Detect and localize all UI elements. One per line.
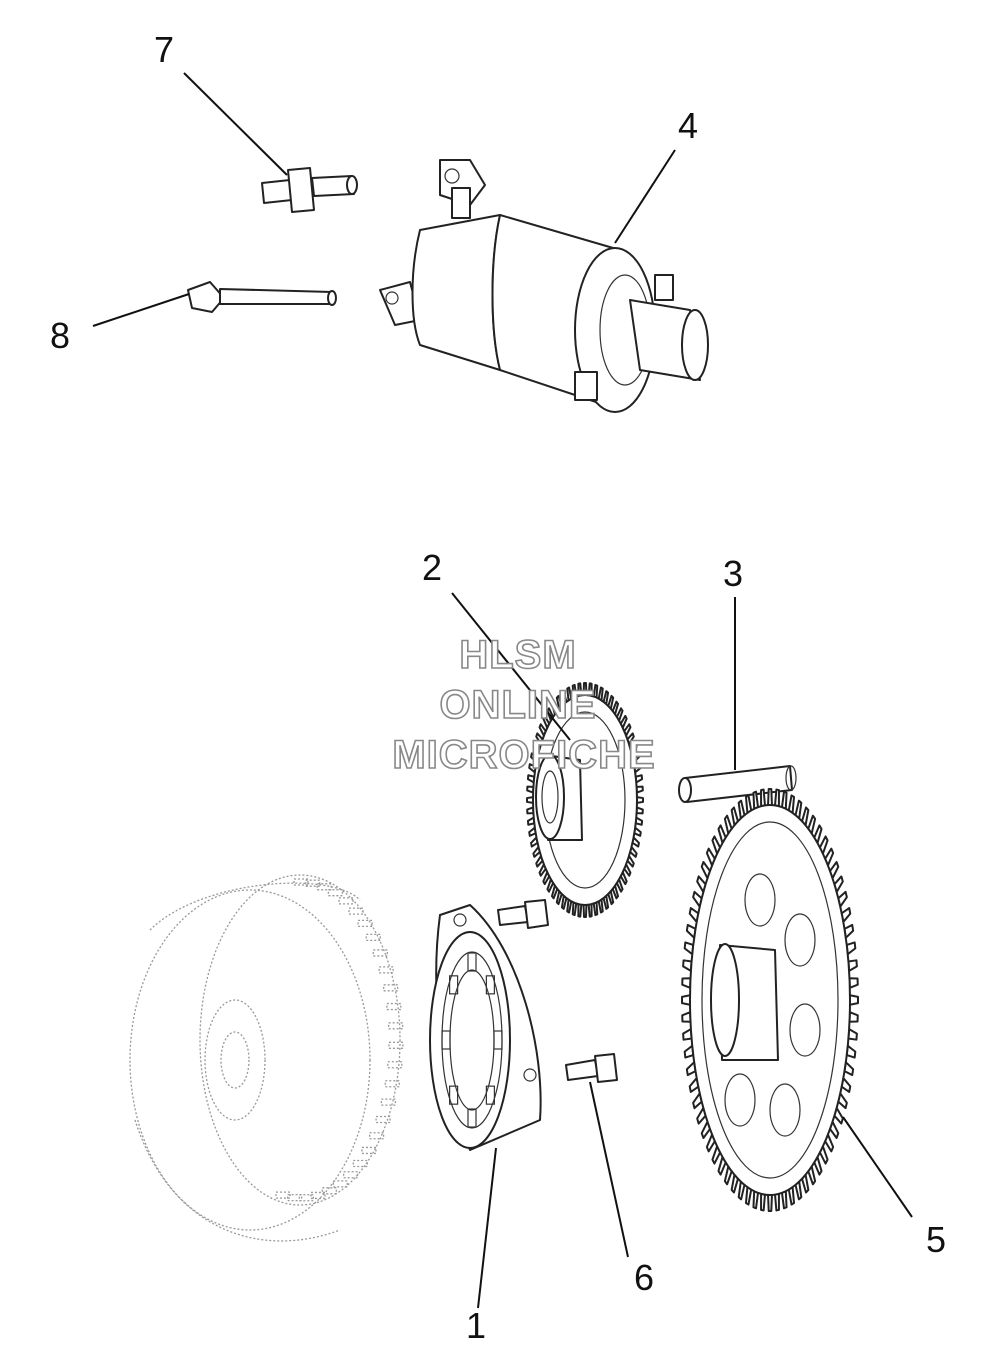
flywheel-slot [342, 1171, 359, 1179]
leader-6 [589, 1081, 629, 1258]
cap-screws [497, 899, 618, 1083]
leader-4 [614, 149, 676, 244]
clutch-roller [449, 1085, 459, 1105]
flywheel-slot [286, 1193, 303, 1202]
gear-tooth [760, 788, 766, 808]
watermark-line-3: MICROFICHE [392, 733, 655, 777]
flywheel-slot [386, 1002, 402, 1011]
clutch-roller [467, 952, 477, 972]
flywheel-slot [275, 1191, 291, 1199]
leader-8 [92, 293, 190, 327]
flywheel-slot [378, 966, 394, 974]
gear-tooth [760, 1192, 766, 1212]
gear-tooth [780, 790, 788, 810]
callout-8: 8 [50, 315, 70, 356]
leader-1 [477, 1147, 497, 1309]
gear-tooth [587, 903, 593, 918]
flywheel-slot [357, 919, 373, 928]
flywheel-slot [384, 1080, 400, 1088]
gear-tooth [848, 994, 859, 1006]
gear-tooth [767, 788, 773, 807]
driven-gear [681, 788, 859, 1212]
flywheel-slot [383, 984, 399, 992]
gear-tooth [774, 1192, 780, 1212]
clutch-roller [449, 975, 459, 995]
flywheel-slot [388, 1041, 404, 1049]
clutch-roller [485, 1085, 495, 1105]
flywheel-slot [352, 1159, 368, 1168]
clutch-roller [441, 1030, 451, 1050]
flywheel-slot [375, 1115, 391, 1124]
idler-gear [526, 682, 644, 918]
starter-motor [379, 159, 709, 413]
shaft [678, 765, 797, 803]
flywheel-slot [380, 1098, 397, 1106]
leader-2 [451, 592, 571, 741]
flywheel-slot [327, 889, 344, 897]
leader-5 [842, 1116, 913, 1218]
callout-7: 7 [154, 29, 174, 70]
flywheel-slot [338, 897, 354, 905]
leader-lines [92, 72, 913, 1309]
gear-tooth [577, 903, 583, 918]
gear-tooth [774, 788, 780, 808]
flywheel-slot [316, 883, 332, 891]
callout-2: 2 [422, 547, 442, 588]
callout-6: 6 [634, 1257, 654, 1298]
flywheel-slot [348, 907, 364, 915]
flange-bolt [187, 281, 337, 313]
gear-tooth [780, 1190, 788, 1210]
leader-7 [183, 72, 288, 176]
gear-tooth [681, 994, 692, 1006]
flywheel-slot [332, 1180, 348, 1188]
flywheel-slot [368, 1132, 385, 1140]
flywheel-slot [298, 1194, 314, 1202]
watermark-line-2: ONLINE [439, 683, 596, 727]
gear-tooth [752, 1190, 760, 1210]
stud-bolt [261, 167, 358, 213]
callout-5: 5 [926, 1219, 946, 1260]
callout-4: 4 [678, 105, 698, 146]
gear-tooth [582, 903, 588, 918]
flywheel-slot [310, 1191, 326, 1200]
gear-tooth [767, 1193, 773, 1212]
flywheel-slot [372, 949, 388, 957]
callout-1: 1 [466, 1305, 486, 1346]
flywheel-ghost [129, 874, 404, 1242]
flywheel-slot [387, 1022, 404, 1030]
clutch-roller [493, 1030, 503, 1050]
flywheel-slot [321, 1187, 337, 1195]
flywheel-slot [305, 879, 321, 887]
watermark-line-1: HLSM [459, 633, 576, 677]
flywheel-slot [387, 1061, 403, 1069]
clutch-roller [485, 975, 495, 995]
flywheel-slot [365, 933, 381, 942]
clutch-roller [467, 1108, 477, 1128]
flywheel-slot [361, 1146, 377, 1155]
clutch-housing [429, 904, 542, 1151]
flywheel-slot [293, 878, 309, 886]
callout-3: 3 [723, 553, 743, 594]
